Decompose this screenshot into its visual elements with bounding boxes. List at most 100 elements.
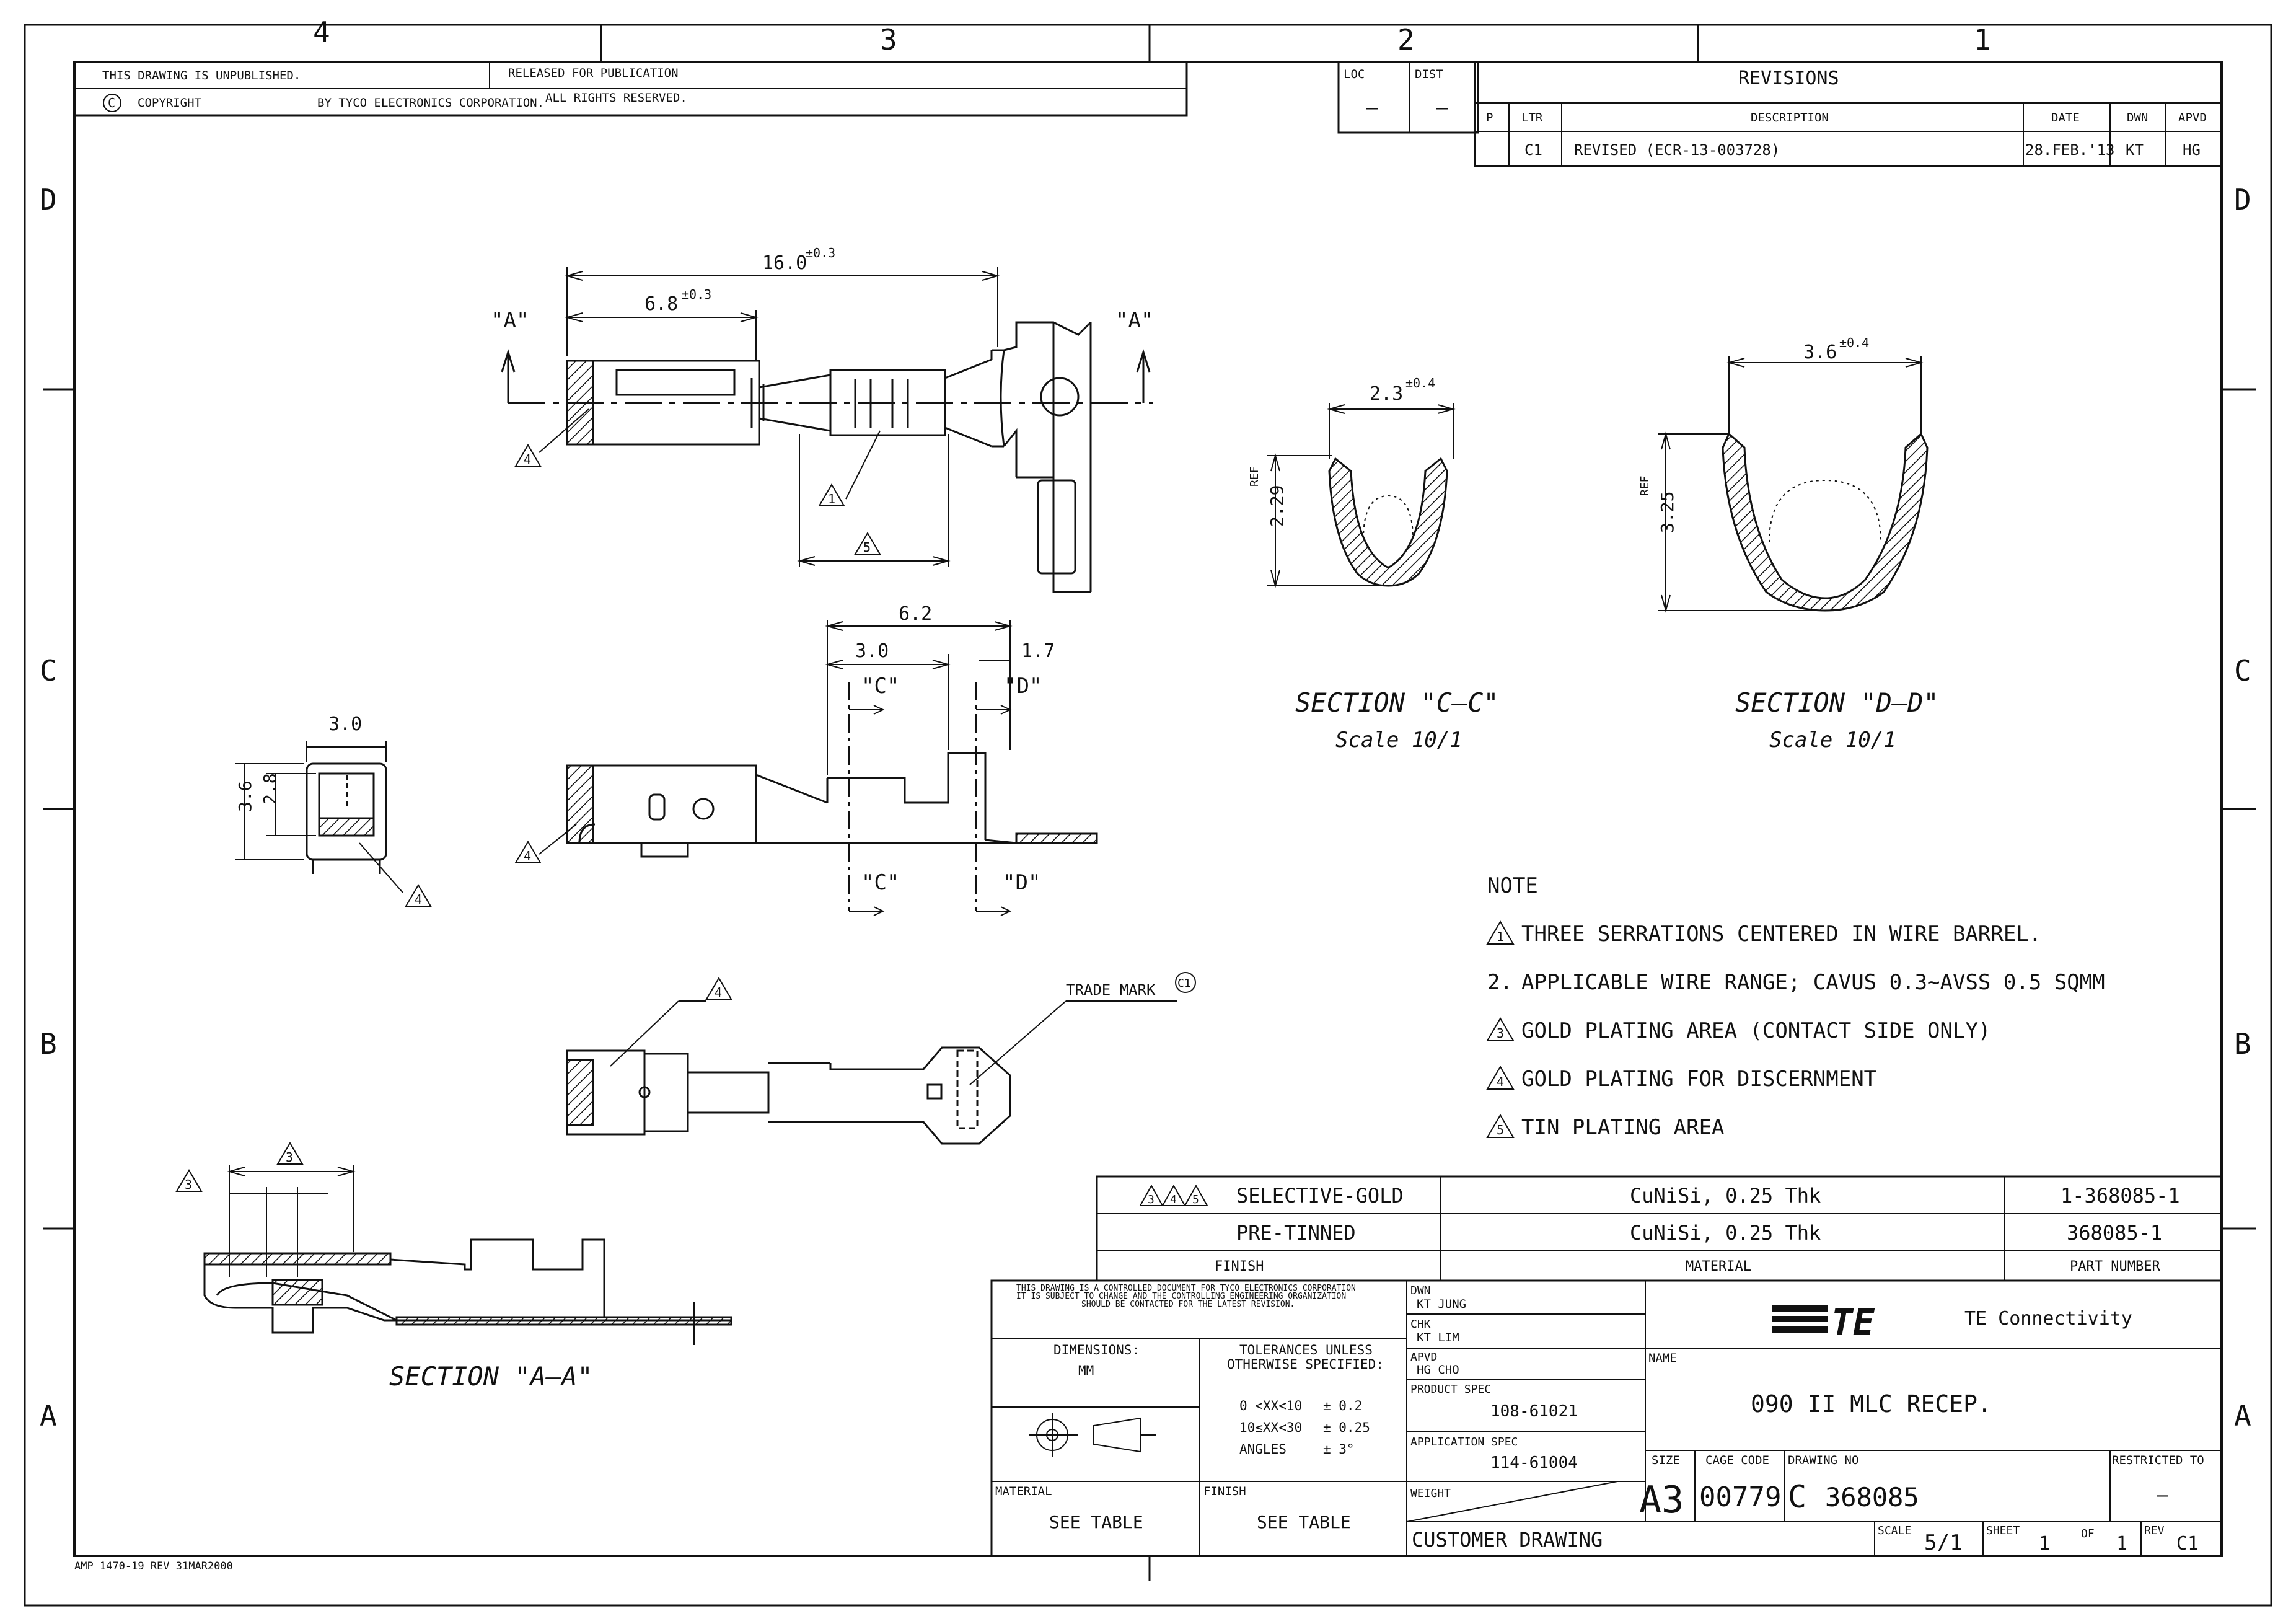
loc-label: LOC bbox=[1344, 68, 1365, 81]
section-mark-a-right: "A" bbox=[1115, 308, 1153, 333]
dim-barrel-length: 6.8 bbox=[644, 293, 678, 315]
section-dd-scale: Scale 10/1 bbox=[1769, 728, 1896, 752]
parts-row2-material: CuNiSi, 0.25 Thk bbox=[1630, 1221, 1821, 1245]
dd-dim-width-tol: ±0.4 bbox=[1839, 335, 1869, 350]
section-aa-view bbox=[203, 1238, 732, 1345]
parts-row1-material: CuNiSi, 0.25 Thk bbox=[1630, 1184, 1821, 1207]
title-block-text: THIS DRAWING IS A CONTROLLED DOCUMENT FO… bbox=[995, 1284, 2204, 1555]
note-3-flag-icon bbox=[1486, 1017, 1515, 1041]
rev-row-ltr: C1 bbox=[1524, 141, 1542, 159]
parts-flag-3: 3 bbox=[1148, 1193, 1155, 1206]
header-block: THIS DRAWING IS UNPUBLISHED. RELEASED FO… bbox=[73, 61, 1188, 117]
dimensions-unit: MM bbox=[1078, 1363, 1094, 1378]
parts-row2-part: 368085-1 bbox=[2067, 1221, 2162, 1245]
top-callout-1: 1 bbox=[828, 492, 835, 506]
zone-row-a-left: A bbox=[40, 1399, 57, 1432]
scale-label: SCALE bbox=[1878, 1524, 1911, 1537]
dwn-value: KT JUNG bbox=[1417, 1297, 1466, 1311]
note-4-text: GOLD PLATING FOR DISCERNMENT bbox=[1521, 1067, 1876, 1092]
zone-col-2: 2 bbox=[1397, 23, 1415, 56]
rev-value: C1 bbox=[2176, 1533, 2199, 1555]
rights-text: ALL RIGHTS RESERVED. bbox=[545, 91, 687, 105]
material-label: MATERIAL bbox=[995, 1485, 1052, 1498]
note-4-num: 4 bbox=[1497, 1074, 1504, 1089]
cc-dim-height: 2.29 bbox=[1267, 485, 1287, 527]
parts-flag-5-icon bbox=[1184, 1184, 1208, 1206]
finish-value: SEE TABLE bbox=[1257, 1512, 1351, 1532]
trademark-label: TRADE MARK bbox=[1066, 981, 1156, 999]
note-5-text: TIN PLATING AREA bbox=[1521, 1115, 1725, 1140]
trademark-rev: C1 bbox=[1177, 977, 1191, 990]
flag-1-icon bbox=[818, 483, 845, 506]
note-1-text: THREE SERRATIONS CENTERED IN WIRE BARREL… bbox=[1521, 922, 2041, 947]
controlled-notice-2: IT IS SUBJECT TO CHANGE AND THE CONTROLL… bbox=[1016, 1292, 1346, 1301]
outer-border bbox=[24, 24, 2272, 1607]
parts-flag-4-icon bbox=[1161, 1184, 1186, 1206]
tol-range-3: ANGLES bbox=[1239, 1442, 1287, 1457]
flag-4-icon bbox=[514, 444, 542, 467]
product-spec-label: PRODUCT SPEC bbox=[1410, 1383, 1491, 1396]
product-spec-value: 108-61021 bbox=[1490, 1402, 1578, 1421]
end-dim-height-inner: 2.8 bbox=[260, 773, 280, 805]
dim-overall-length: 16.0 bbox=[762, 252, 807, 274]
aa-flag-3b-icon bbox=[276, 1142, 304, 1165]
zone-row-b-right: B bbox=[2234, 1027, 2251, 1061]
zone-row-b-left: B bbox=[40, 1027, 57, 1061]
parts-flag-5: 5 bbox=[1192, 1193, 1199, 1206]
dim-overall-tol: ±0.3 bbox=[806, 245, 835, 260]
end-view-labels: 3.0 3.6 2.8 4 bbox=[235, 713, 432, 907]
cc-dim-width-tol: ±0.4 bbox=[1405, 376, 1435, 391]
part-name: 090 II MLC RECEP. bbox=[1751, 1390, 1992, 1418]
rev-header-dwn: DWN bbox=[2127, 111, 2148, 125]
tol-range-2: 10≤XX<30 bbox=[1239, 1420, 1302, 1435]
end-callout-4: 4 bbox=[415, 892, 422, 907]
zone-ticks bbox=[43, 25, 2256, 1581]
section-dd-view bbox=[1722, 432, 1929, 612]
revisions-title: REVISIONS bbox=[1738, 68, 1839, 89]
notes-title: NOTE bbox=[1487, 873, 1538, 898]
aa-callout-3a: 3 bbox=[185, 1177, 192, 1192]
side-dim-3-0: 3.0 bbox=[855, 640, 889, 662]
parts-header-material: MATERIAL bbox=[1686, 1259, 1751, 1274]
application-spec-label: APPLICATION SPEC bbox=[1410, 1436, 1518, 1449]
copyright-text: COPYRIGHT bbox=[138, 96, 201, 110]
loc-value: — bbox=[1366, 97, 1378, 119]
scale-value: 5/1 bbox=[1924, 1530, 1962, 1555]
rev-row-apvd: HG bbox=[2183, 141, 2201, 159]
size-label: SIZE bbox=[1652, 1454, 1680, 1467]
section-mark-c-top: "C" bbox=[861, 674, 899, 699]
top-view bbox=[501, 321, 1153, 593]
section-aa-title: SECTION "A—A" bbox=[389, 1361, 593, 1392]
parts-header-finish: FINISH bbox=[1215, 1259, 1264, 1274]
rev-label: REV bbox=[2144, 1524, 2165, 1537]
controlled-notice-3: SHOULD BE CONTACTED FOR THE LATEST REVIS… bbox=[1081, 1300, 1295, 1309]
revisions-block: REVISIONS P LTR DESCRIPTION DATE DWN APV… bbox=[1474, 61, 2223, 167]
parts-row1-part: 1-368085-1 bbox=[2061, 1184, 2180, 1207]
bottom-callout-4: 4 bbox=[715, 985, 722, 1000]
dd-dim-height: 3.25 bbox=[1657, 492, 1678, 533]
sheet-label: SHEET bbox=[1986, 1524, 2020, 1537]
parts-flag-4: 4 bbox=[1170, 1193, 1177, 1206]
zone-row-a-right: A bbox=[2234, 1399, 2251, 1432]
released-text: RELEASED FOR PUBLICATION bbox=[508, 66, 679, 80]
name-label: NAME bbox=[1648, 1351, 1677, 1365]
zone-row-c-right: C bbox=[2234, 654, 2251, 687]
form-id: AMP 1470-19 REV 31MAR2000 bbox=[74, 1560, 233, 1573]
zone-row-d-right: D bbox=[2234, 183, 2251, 216]
dwn-label: DWN bbox=[1410, 1284, 1431, 1297]
drawing-letter: C bbox=[1788, 1479, 1806, 1515]
copyright-symbol-icon bbox=[103, 94, 121, 112]
apvd-label: APVD bbox=[1410, 1351, 1437, 1364]
rev-header-apvd: APVD bbox=[2178, 111, 2207, 125]
cc-dim-height-ref: REF bbox=[1248, 466, 1261, 487]
rev-row-dwn: KT bbox=[2126, 141, 2144, 159]
dimensions-label: DIMENSIONS: bbox=[1053, 1343, 1140, 1357]
chk-value: KT LIM bbox=[1417, 1331, 1459, 1344]
weight-label: WEIGHT bbox=[1410, 1487, 1451, 1500]
dd-dim-height-ref: REF bbox=[1638, 475, 1652, 496]
copyright-symbol: C bbox=[108, 95, 115, 110]
tolerances-label-1: TOLERANCES UNLESS bbox=[1239, 1343, 1373, 1357]
rev-header-p: P bbox=[1486, 111, 1493, 125]
of-value: 1 bbox=[2116, 1533, 2127, 1555]
section-mark-a-left: "A" bbox=[491, 308, 529, 333]
